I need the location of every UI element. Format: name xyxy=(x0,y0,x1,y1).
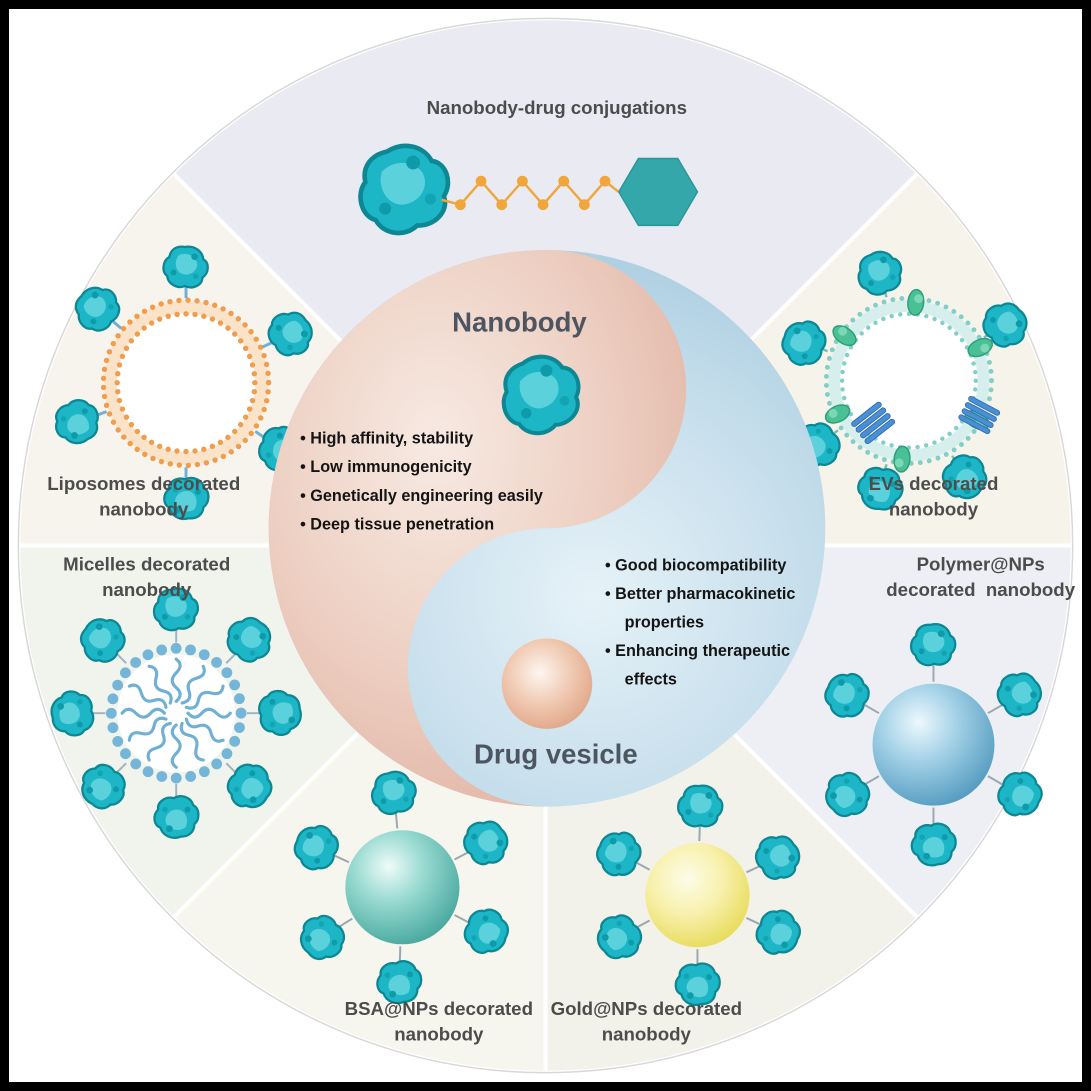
nanobody-point: • Low immunogenicity xyxy=(300,458,471,476)
bsa-label-line2: nanobody xyxy=(394,1024,484,1045)
vesicle-point: • Better pharmacokinetic xyxy=(605,585,795,603)
micelle-icon xyxy=(50,587,302,839)
linker-chain-icon xyxy=(441,179,620,207)
wheel-rim xyxy=(17,17,1074,1074)
figure-canvas: Nanobody-drug conjugations Liposomes dec… xyxy=(16,16,1076,1075)
liposome-icon xyxy=(48,241,321,523)
nanobody-title: Nanobody xyxy=(452,307,587,338)
nanobody-point: • Deep tissue penetration xyxy=(300,515,494,533)
drug-sphere-icon xyxy=(501,638,593,729)
micelles-label-line2: nanobody xyxy=(102,579,192,600)
nanobody-icon xyxy=(153,795,200,839)
ev-vesicle-icon xyxy=(773,246,1037,516)
liposomes-label-line2: nanobody xyxy=(99,499,189,520)
nanobody-point: • Genetically engineering easily xyxy=(300,487,543,505)
micelles-label-line1: Micelles decorated xyxy=(63,554,230,575)
polymer-label-line2: decorated nanobody xyxy=(886,579,1075,600)
liposomes-label-line1: Liposomes decorated xyxy=(47,473,240,494)
nanobody-icon xyxy=(50,690,95,737)
vesicle-point: properties xyxy=(625,614,704,632)
evs-label-line2: nanobody xyxy=(889,499,979,520)
nanobody-icon xyxy=(258,689,302,737)
top-sector-label: Nanobody-drug conjugations xyxy=(427,97,687,118)
yinyang-icon xyxy=(268,249,826,807)
bsa-label-line1: BSA@NPs decorated xyxy=(345,998,533,1019)
nanobody-icon xyxy=(910,822,957,867)
vesicle-point: • Enhancing therapeutic xyxy=(605,642,790,660)
drug-vesicle-title: Drug vesicle xyxy=(474,738,638,769)
vesicle-point: • Good biocompatibility xyxy=(605,557,786,575)
drug-conjugate-icon xyxy=(351,138,699,240)
gold-label-line2: nanobody xyxy=(602,1024,692,1045)
vesicle-point: effects xyxy=(625,671,677,689)
drug-hexagon-icon xyxy=(617,157,699,227)
polymer-np-icon xyxy=(816,620,1051,867)
yinyang-pink-half xyxy=(268,249,687,807)
nanobody-point: • High affinity, stability xyxy=(300,430,473,448)
bsa-np-icon xyxy=(286,768,517,1005)
linker-dots-icon xyxy=(455,175,611,211)
evs-label-line1: EVs decorated xyxy=(869,473,999,494)
gold-label-line1: Gold@NPs decorated xyxy=(551,998,742,1019)
polymer-label-line1: Polymer@NPs xyxy=(917,554,1045,575)
gold-np-icon xyxy=(587,781,809,1007)
